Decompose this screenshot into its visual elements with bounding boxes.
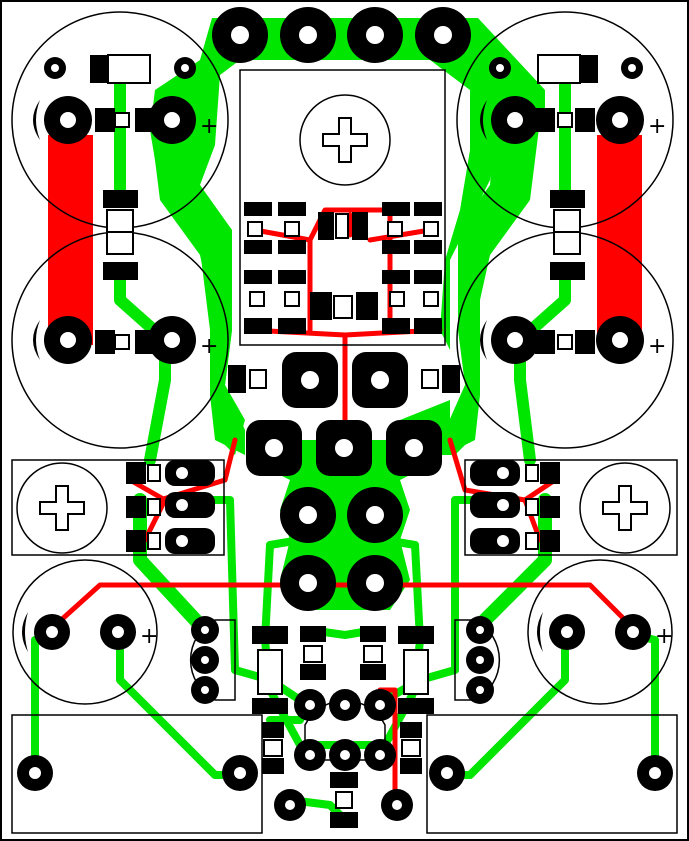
heatsink-outline <box>239 69 446 346</box>
smd-pad-hollow <box>557 334 573 350</box>
smd-array-lower <box>252 626 434 828</box>
side-transistor-left <box>126 460 215 554</box>
mounting-hole-outline <box>299 94 391 186</box>
heatsink-outline <box>464 459 678 556</box>
heatsink-outline <box>11 459 225 556</box>
pads-layer <box>17 7 673 828</box>
side-transistor-right <box>470 460 560 554</box>
smd-pad <box>103 190 138 208</box>
smd-pad-hollow <box>557 112 573 128</box>
connector-top <box>212 7 471 63</box>
capacitor-outline <box>527 559 673 705</box>
smd-pad <box>575 330 595 354</box>
plus-mark: + <box>648 334 666 359</box>
green-trace <box>473 493 552 632</box>
plus-mark: + <box>648 114 666 139</box>
smd-pad <box>535 108 555 132</box>
smd-pad <box>95 330 115 354</box>
green-trace <box>133 493 207 632</box>
smd-pad-hollow <box>114 112 130 128</box>
smd-pad <box>103 262 138 280</box>
polarity-crescent <box>537 612 543 652</box>
smd-body <box>553 209 581 233</box>
screw-cross-icon <box>39 117 648 531</box>
resistor-pad <box>90 55 108 83</box>
polarity-crescent <box>33 100 40 140</box>
resistor-pad <box>580 55 598 83</box>
connector-outline <box>426 714 678 834</box>
smd-body <box>553 231 581 255</box>
polarity-crescent <box>33 320 40 360</box>
resistor-body <box>537 54 581 84</box>
plus-mark: + <box>200 114 218 139</box>
smd-pad <box>135 108 155 132</box>
plus-mark: + <box>655 624 673 649</box>
polarity-crescent <box>22 612 28 652</box>
smd-pad <box>535 330 555 354</box>
smd-pad <box>135 330 155 354</box>
smd-array-center <box>244 202 442 334</box>
red-bar-left <box>48 135 93 345</box>
red-bar-right <box>597 135 642 345</box>
red-trace <box>127 477 168 543</box>
smd-body <box>106 209 134 233</box>
smd-pad-hollow <box>114 334 130 350</box>
smd-pad <box>95 108 115 132</box>
green-left-wide <box>150 120 245 455</box>
plus-mark: + <box>140 624 158 649</box>
green-right-wide <box>445 120 540 455</box>
smd-pad <box>550 262 585 280</box>
mounting-hole-outline <box>579 462 671 554</box>
mounting-hole-outline <box>16 462 108 554</box>
power-transistor-pads <box>228 352 460 476</box>
smd-pad <box>575 108 595 132</box>
capacitor-outline <box>12 559 158 705</box>
plus-mark: + <box>200 334 218 359</box>
polarity-crescent <box>480 100 487 140</box>
smd-body <box>106 231 134 255</box>
polarity-crescent <box>480 320 487 360</box>
red-trace <box>47 582 638 633</box>
capacitor-pads <box>33 96 644 364</box>
smd-pad <box>550 190 585 208</box>
polarity-marks: + + + + + + <box>140 114 673 649</box>
resistor-body <box>107 54 151 84</box>
